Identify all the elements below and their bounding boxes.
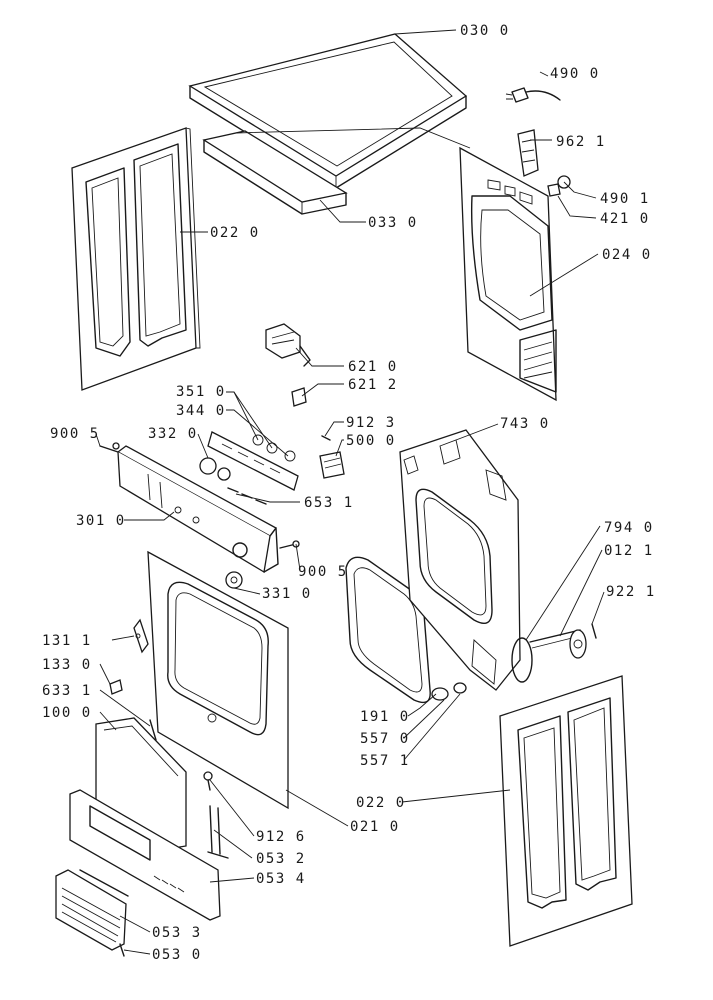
- label-900-5-right: 900 5: [298, 564, 348, 580]
- label-490-1: 490 1: [600, 191, 650, 207]
- thermostat-part: [319, 435, 345, 479]
- screw-left-part: [99, 442, 120, 453]
- label-633-1: 633 1: [42, 683, 92, 699]
- label-131-1: 131 1: [42, 633, 92, 649]
- bracket-part: [517, 129, 539, 177]
- label-022-0-left: 022 0: [210, 225, 260, 241]
- label-653-1: 653 1: [304, 495, 354, 511]
- label-331-0: 331 0: [262, 586, 312, 602]
- label-500-0: 500 0: [346, 433, 396, 449]
- label-053-2: 053 2: [256, 851, 306, 867]
- right-side-panel-part: [499, 675, 633, 947]
- filter-part: [431, 682, 467, 701]
- label-421-0: 421 0: [600, 211, 650, 227]
- top-frame-part: [202, 127, 471, 215]
- label-912-6: 912 6: [256, 829, 306, 845]
- switch-assembly-part: [265, 323, 311, 407]
- support-part: [207, 805, 229, 859]
- top-cover-part: [188, 33, 468, 189]
- label-557-1: 557 1: [360, 753, 410, 769]
- cord-clamp-part: [547, 175, 571, 197]
- label-024-0: 024 0: [602, 247, 652, 263]
- label-900-5-left: 900 5: [50, 426, 100, 442]
- label-351-0: 351 0: [176, 384, 226, 400]
- screws-part: [227, 487, 267, 505]
- label-053-4: 053 4: [256, 871, 306, 887]
- label-012-1: 012 1: [604, 543, 654, 559]
- label-743-0: 743 0: [500, 416, 550, 432]
- label-191-0: 191 0: [360, 709, 410, 725]
- label-794-0: 794 0: [604, 520, 654, 536]
- knob-part: [199, 457, 231, 481]
- leader-lines: [95, 29, 605, 955]
- label-100-0: 100 0: [42, 705, 92, 721]
- part-labels: 030 0 490 0 962 1 490 1 421 0 024 0 022 …: [42, 23, 656, 963]
- label-557-0: 557 0: [360, 731, 410, 747]
- label-490-0: 490 0: [550, 66, 600, 82]
- filter-cover-part: [55, 869, 129, 957]
- main-knob-part: [225, 571, 243, 589]
- control-panel-part: [116, 445, 279, 574]
- screw-912-part: [203, 771, 213, 791]
- rear-panel-part: [459, 146, 557, 402]
- label-133-0: 133 0: [42, 657, 92, 673]
- power-cord-part: [505, 87, 561, 103]
- label-332-0: 332 0: [148, 426, 198, 442]
- door-handle-part: [109, 618, 157, 741]
- front-panel-part: [147, 550, 289, 810]
- belt-pulley-part: [511, 623, 597, 683]
- label-962-1: 962 1: [556, 134, 606, 150]
- label-621-0: 621 0: [348, 359, 398, 375]
- label-922-1: 922 1: [606, 584, 656, 600]
- label-301-0: 301 0: [76, 513, 126, 529]
- kickplate-part: [69, 789, 221, 921]
- label-053-3: 053 3: [152, 925, 202, 941]
- label-912-3: 912 3: [346, 415, 396, 431]
- control-board-part: [207, 431, 299, 491]
- label-621-2: 621 2: [348, 377, 398, 393]
- label-344-0: 344 0: [176, 403, 226, 419]
- front-bulkhead-part: [399, 429, 521, 691]
- label-022-0-right: 022 0: [356, 795, 406, 811]
- label-021-0: 021 0: [350, 819, 400, 835]
- label-033-0: 033 0: [368, 215, 418, 231]
- label-030-0: 030 0: [460, 23, 510, 39]
- left-side-panel-part: [71, 127, 201, 391]
- door-seal-part: [345, 556, 431, 704]
- label-053-0: 053 0: [152, 947, 202, 963]
